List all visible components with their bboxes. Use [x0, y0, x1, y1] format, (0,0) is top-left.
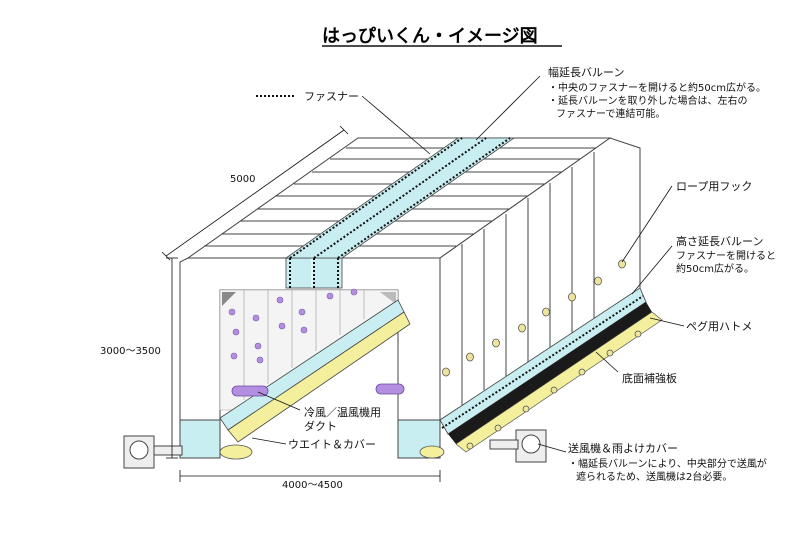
left-leg-cyan — [179, 419, 221, 459]
fastener-legend-label: ファスナー — [304, 90, 359, 103]
weight-label: ウエイト＆カバー — [288, 438, 376, 451]
duct-left — [231, 385, 269, 397]
height-balloon-note-1: ファスナーを開けると — [676, 250, 776, 262]
weight-left — [219, 444, 253, 460]
height-fastener — [441, 295, 644, 429]
fastener-center — [313, 137, 487, 259]
fastener-right — [337, 137, 511, 259]
rope-hooks — [442, 259, 626, 377]
bottom-reinforcement-plate — [448, 302, 652, 444]
weight-right — [419, 445, 445, 459]
dimension-width: 4000～4500 — [282, 480, 343, 491]
duct-right — [375, 383, 405, 395]
interior-corner-shade — [222, 292, 236, 306]
page-title: はっぴいくん・イメージ図 — [322, 26, 538, 47]
height-balloon-title: 高さ延長バルーン — [676, 234, 763, 248]
outer-weight-cover — [455, 311, 663, 453]
width-balloon-note-2: ・延長バルーンを取り外した場合は、左右の — [548, 94, 748, 107]
blower-title: 送風機＆雨よけカバー — [568, 441, 678, 455]
blower-note-1: ・幅延長バルーンにより、中央部分で送風が — [568, 457, 767, 470]
interior-ribs — [243, 290, 365, 400]
leader-lines — [251, 75, 685, 453]
side-slats — [461, 152, 595, 405]
interior-vent-dots — [228, 288, 358, 364]
duct-label-1: 冷風／温風機用 — [304, 405, 381, 419]
dimension-depth: 5000 — [230, 174, 255, 185]
blower-left — [123, 435, 183, 469]
width-balloon-title: 幅延長バルーン — [548, 66, 624, 79]
dimension-height: 3000～3500 — [100, 346, 161, 357]
blower-note-2: 遮られるため、送風機は2台必要。 — [576, 470, 732, 483]
bottom-plate-label: 底面補強板 — [622, 371, 677, 385]
fastener-left — [289, 137, 463, 259]
duct-label-2: ダクト — [304, 419, 337, 433]
width-balloon-note-3: ファスナーで連結可能。 — [556, 107, 665, 120]
height-balloon-note-2: 約50cm広がる。 — [676, 262, 754, 275]
dimension-lines — [161, 125, 441, 482]
peg-grommets — [466, 330, 642, 450]
rope-hook-label: ロープ用フック — [676, 180, 752, 193]
inner-weight-cover — [227, 311, 411, 443]
peg-grommet-label: ペグ用ハトメ — [686, 319, 752, 333]
blower-right — [489, 429, 547, 463]
width-balloon-note-1: ・中央のファスナーを開けると約50cm広がる。 — [548, 81, 766, 94]
interior-corner-shade-right — [380, 292, 396, 304]
